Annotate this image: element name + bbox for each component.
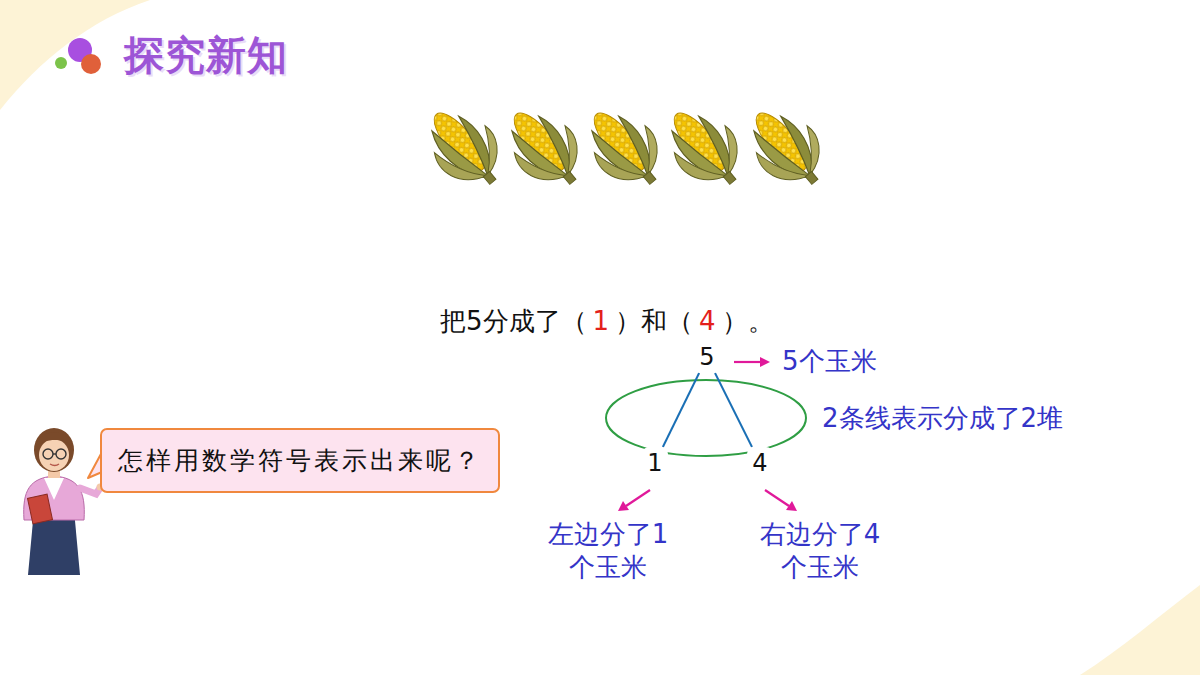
sentence-text: 把5分成了（ <box>440 306 587 336</box>
bond-line <box>715 373 752 447</box>
annotation-text: 5个玉米 <box>782 345 877 378</box>
corn-icon <box>413 94 517 201</box>
answer-number: 1 <box>587 306 616 336</box>
corn-icon <box>493 94 597 201</box>
title-dot <box>55 57 67 69</box>
number-text: 1 <box>647 449 662 477</box>
number-text: 5 <box>699 343 714 371</box>
annotation-text: 左边分了1 个玉米 <box>528 518 688 584</box>
speech-bubble: 怎样用数学符号表示出来呢？ <box>100 428 500 493</box>
group-ellipse <box>606 380 806 456</box>
annotation-text: 右边分了4 个玉米 <box>740 518 900 584</box>
corn-icon <box>573 94 677 201</box>
teacher-figure <box>24 428 104 575</box>
corn-icon <box>735 94 839 201</box>
corn-icon <box>653 94 757 201</box>
number-node: 1 <box>642 447 667 479</box>
corner-decoration <box>1080 585 1200 675</box>
number-text: 4 <box>752 449 767 477</box>
number-node: 4 <box>747 447 772 479</box>
title-dot <box>81 54 101 74</box>
number-node: 5 <box>694 341 719 373</box>
annotation-text: 2条线表示分成了2堆 <box>822 402 1063 435</box>
sentence: 把5分成了（1）和（4）。 <box>440 304 774 339</box>
slide-title: 探究新知 <box>124 28 288 83</box>
sentence-text: ）。 <box>722 306 774 336</box>
question-text: 怎样用数学符号表示出来呢？ <box>118 444 482 477</box>
bond-line <box>663 373 699 447</box>
sentence-text: ）和（ <box>615 306 693 336</box>
leader-arrows <box>618 357 797 511</box>
answer-number: 4 <box>693 306 722 336</box>
